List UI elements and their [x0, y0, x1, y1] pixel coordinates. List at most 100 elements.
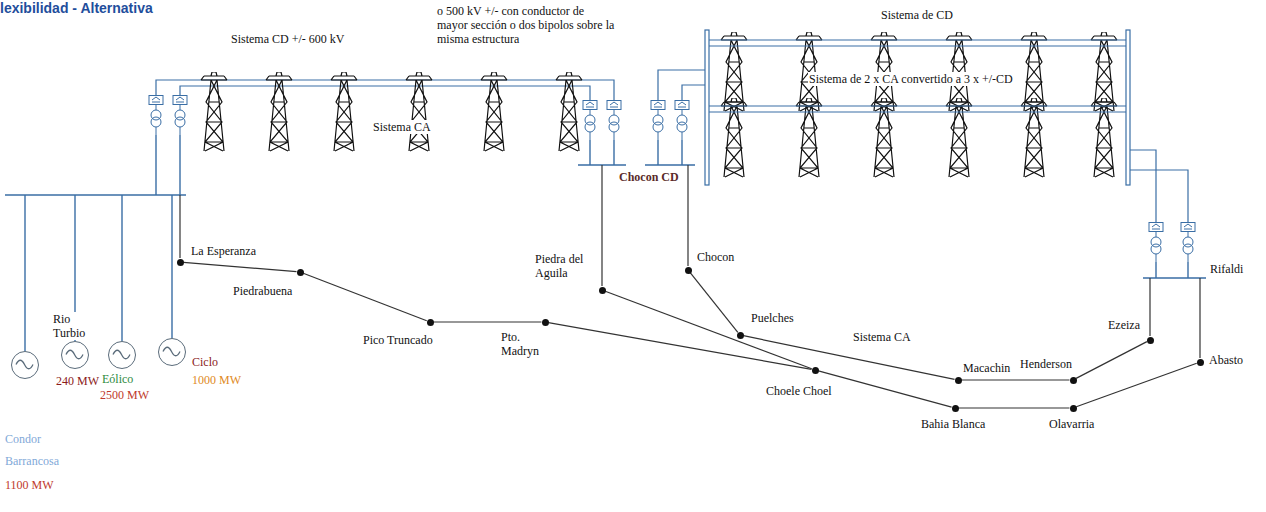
ac-line [548, 323, 811, 370]
plant-capacity: 240 MW [55, 374, 100, 388]
transmission-tower [721, 32, 747, 111]
substation-node: Abasto [1197, 359, 1204, 366]
generator-symbol: Eólico2500 MW [108, 341, 136, 369]
converter-station [1181, 223, 1195, 263]
busbar-wire [578, 140, 626, 165]
station-name: Rifaldi [1209, 262, 1244, 276]
ac-line [1076, 342, 1147, 379]
busbar-wire [1143, 262, 1206, 278]
ac-line [690, 273, 738, 333]
sine-symbol [62, 342, 87, 367]
station-name: Henderson [1019, 357, 1073, 371]
transmission-tower [481, 72, 507, 151]
ac-tie-wire [601, 165, 602, 286]
substation-node: Puelches [737, 332, 744, 339]
transmission-tower [406, 72, 432, 151]
converter-station [1149, 223, 1163, 263]
sine-symbol [113, 350, 130, 359]
system-label: Sistema CD +/- 600 kV [230, 32, 345, 46]
station-name: Chocon [696, 250, 735, 264]
ac-line [743, 336, 954, 380]
ac-line [605, 291, 811, 369]
substation-node: Olavarria [1070, 405, 1077, 412]
converter-station [149, 96, 1195, 263]
ac-line [303, 273, 426, 320]
transmission-tower [796, 98, 822, 177]
transmission-tower [556, 72, 582, 151]
ac-tie-wire [687, 165, 688, 266]
transmission-tower [1021, 32, 1047, 111]
station-name: Chocon CD [618, 170, 680, 184]
station-name: Pto. Madryn [500, 330, 540, 358]
transmission-tower [871, 98, 897, 177]
generator-symbol: Ciclo1000 MW [158, 338, 186, 366]
dc-line-right [658, 40, 1188, 222]
plant-name: Ciclo [191, 355, 219, 369]
substation-node: Henderson [1070, 377, 1077, 384]
sine-symbol [16, 360, 33, 369]
system-label: Sistema CA [372, 120, 432, 134]
station-name: Piedrabuena [232, 284, 293, 298]
sine-symbol [159, 339, 184, 364]
sine-symbol [12, 352, 37, 377]
station-name: Pico Truncado [362, 333, 434, 347]
plant-capacity: 2500 MW [99, 388, 150, 402]
transmission-tower [1091, 98, 1117, 177]
converter-station [173, 96, 187, 136]
transmission-tower [946, 98, 972, 177]
converter-station [675, 101, 689, 141]
ac-line [959, 407, 1070, 408]
station-name: Abasto [1208, 353, 1244, 367]
substation-node: Macachin [955, 377, 962, 384]
plant-name: Eólico [101, 372, 134, 386]
station-name: Macachin [962, 361, 1011, 375]
dc-line-right [658, 70, 705, 100]
ac-line [434, 321, 542, 322]
sine-symbol [109, 342, 134, 367]
converter-station [651, 101, 665, 141]
transmission-tower [1021, 98, 1047, 177]
converter-station [607, 101, 621, 141]
ac-tie-wire [1199, 278, 1200, 358]
busbar-wire [156, 135, 180, 195]
substation-node: Piedrabuena [297, 269, 304, 276]
transmission-tower [266, 72, 292, 151]
generator-symbol: Condor Barrancosa1100 MW [11, 351, 39, 379]
terminal-bar [705, 30, 1130, 185]
station-name: Olavarria [1048, 417, 1095, 431]
station-name: Bahia Blanca [920, 417, 986, 431]
plant-name: Rio Turbio [52, 312, 94, 340]
transmission-tower [201, 72, 227, 151]
dc-line-right [1130, 170, 1188, 222]
system-label: Sistema de CD [880, 8, 954, 22]
station-name: Piedra del Aguila [534, 252, 598, 280]
busbar-wire [5, 194, 186, 195]
system-label: Sistema de 2 x CA convertido a 3 x +/-CD [808, 72, 1014, 86]
ac-line [183, 262, 296, 271]
ac-tie-wire [1149, 278, 1150, 336]
transmission-tower [721, 98, 747, 177]
ac-line [962, 379, 1070, 380]
station-name: Choele Choel [765, 384, 833, 398]
substation-node: Chocon [685, 267, 692, 274]
plant-capacity: 1100 MW [4, 478, 55, 492]
substation-node: Pico Truncado [427, 319, 434, 326]
ac-line [1076, 363, 1196, 407]
busbar-wire [645, 140, 695, 165]
converter-station [149, 96, 163, 136]
station-name: La Esperanza [190, 244, 257, 258]
substation-node: La Esperanza [177, 259, 184, 266]
sine-symbol [163, 347, 180, 356]
ac-tie-wire [180, 165, 1200, 358]
dc-line-right [709, 106, 1126, 112]
substation-node: Choele Choel [812, 367, 819, 374]
dc-line-left [156, 80, 614, 100]
station-name: Puelches [750, 311, 795, 325]
diagram-title: lexibilidad - Alternativa [0, 0, 153, 16]
plant-capacity: 1000 MW [191, 373, 242, 387]
dc-line-right [1130, 150, 1156, 222]
system-label: Sistema CA [852, 330, 912, 344]
busbar-wire [5, 135, 1206, 351]
